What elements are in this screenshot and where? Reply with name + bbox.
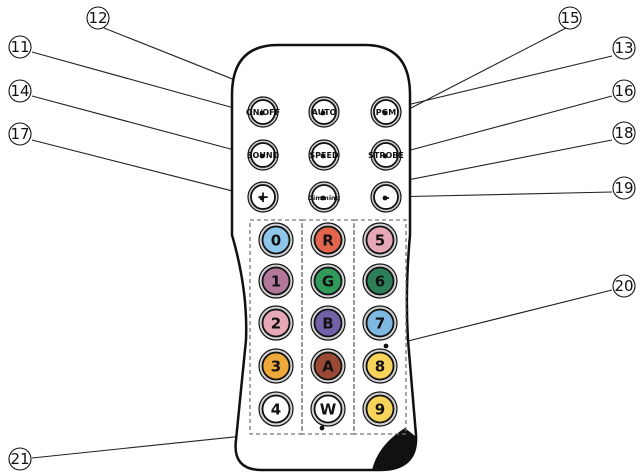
pointer-dot <box>259 110 265 116</box>
key-g-button[interactable]: G <box>310 263 346 299</box>
pointer-dot <box>382 110 388 116</box>
keypad-buttons: 0 R 5 1 G 6 2 B 7 3 A 8 4 W 9 <box>258 222 398 431</box>
key-w-label: W <box>320 401 337 419</box>
key-8-label: 8 <box>375 358 385 376</box>
key-0-label: 0 <box>271 232 281 250</box>
pointer-dot <box>320 110 326 116</box>
callout-11: 11 <box>8 35 32 59</box>
leader-line <box>391 95 613 156</box>
plus-button[interactable]: + <box>247 181 279 213</box>
pointer-dot <box>382 195 388 201</box>
key-r-button[interactable]: R <box>310 222 346 258</box>
pointer-dot <box>320 195 326 201</box>
callout-number: 19 <box>614 179 633 197</box>
callout-19: 19 <box>612 176 636 200</box>
callout-number: 16 <box>614 82 633 100</box>
key-r-label: R <box>322 232 334 250</box>
callout-number: 21 <box>10 450 29 468</box>
leader-line <box>385 55 613 111</box>
key-7-label: 7 <box>375 315 385 333</box>
callout-21: 21 <box>8 447 32 471</box>
key-1-button[interactable]: 1 <box>258 263 294 299</box>
leader-line <box>31 95 254 156</box>
callout-number: 15 <box>560 9 579 27</box>
key-3-label: 3 <box>271 358 281 376</box>
sound-button[interactable]: SOUND <box>247 139 280 171</box>
key-5-label: 5 <box>375 232 385 250</box>
key-2-button[interactable]: 2 <box>258 305 294 341</box>
onoff-button[interactable]: ON/OFF <box>246 96 280 128</box>
key-1-label: 1 <box>271 273 281 291</box>
pointer-dot <box>259 195 265 201</box>
key-9-button[interactable]: 9 <box>362 391 398 427</box>
callout-number: 13 <box>614 39 633 57</box>
callout-13: 13 <box>612 36 636 60</box>
dimming-button[interactable]: Dimming <box>308 181 341 213</box>
key-6-label: 6 <box>375 273 385 291</box>
leader-lines <box>31 27 613 459</box>
key-5-button[interactable]: 5 <box>362 222 398 258</box>
key-6-button[interactable]: 6 <box>362 263 398 299</box>
speed-button[interactable]: SPEED <box>308 139 340 171</box>
leader-line <box>31 139 257 198</box>
key-g-label: G <box>322 273 334 291</box>
key-b-button[interactable]: B <box>310 305 346 341</box>
key-8-button[interactable]: 8 <box>362 348 398 384</box>
key-9-label: 9 <box>375 401 385 419</box>
function-buttons: ON/OFF AUTO PGM SOUND SPEED STROBE + Dimming– <box>246 96 404 213</box>
key-4-label: 4 <box>271 401 281 419</box>
callout-number: 18 <box>614 124 633 142</box>
callout-number: 17 <box>10 125 29 143</box>
key-7-button[interactable]: 7 <box>362 305 398 341</box>
key-4-button[interactable]: 4 <box>258 391 294 427</box>
callout-number: 12 <box>88 9 107 27</box>
callout-16: 16 <box>612 79 636 103</box>
leader-line <box>387 289 613 347</box>
callout-number: 14 <box>10 82 29 100</box>
key-0-button[interactable]: 0 <box>258 222 294 258</box>
ir-window <box>372 428 416 470</box>
pointer-dot <box>259 153 265 159</box>
pgm-button[interactable]: PGM <box>370 96 402 128</box>
auto-button[interactable]: AUTO <box>308 96 340 128</box>
strobe-button[interactable]: STROBE <box>368 139 404 171</box>
callout-20: 20 <box>612 274 636 298</box>
callout-17: 17 <box>8 122 32 146</box>
callout-14: 14 <box>8 79 32 103</box>
pointer-dot <box>382 153 388 159</box>
callout-number: 11 <box>10 38 29 56</box>
key-w-button[interactable]: W <box>310 391 346 427</box>
pointer-dot <box>383 343 389 349</box>
pointer-dot <box>320 153 326 159</box>
key-2-label: 2 <box>271 315 281 333</box>
key-b-label: B <box>322 315 333 333</box>
callout-12: 12 <box>86 6 110 30</box>
pointer-dot <box>319 425 325 431</box>
minus-button[interactable]: – <box>370 181 402 213</box>
key-a-button[interactable]: A <box>310 348 346 384</box>
leader-line <box>31 51 253 114</box>
callout-15: 15 <box>558 6 582 30</box>
key-3-button[interactable]: 3 <box>258 348 294 384</box>
callout-18: 18 <box>612 121 636 145</box>
key-a-label: A <box>322 358 334 376</box>
callout-number: 20 <box>614 277 633 295</box>
leader-line <box>385 191 613 198</box>
